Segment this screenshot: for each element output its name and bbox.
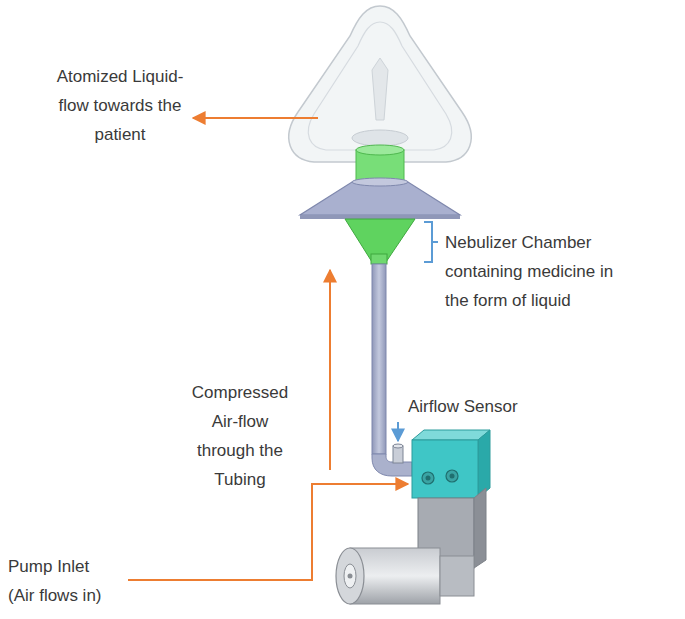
callout-label: Airflow Sensor [408, 392, 518, 421]
nebulizer-chamber [345, 219, 415, 264]
callout-label: Nebulizer Chamber containing medicine in… [445, 228, 635, 315]
pump-motor [336, 548, 474, 604]
pump-head [412, 430, 490, 498]
airflow-sensor [393, 444, 403, 463]
leader-line [128, 484, 408, 580]
leader-arrow [193, 117, 318, 119]
face-mask [289, 6, 471, 162]
mask-connector [356, 145, 404, 182]
callout-label: Compressed Air-flow through the Tubing [185, 378, 295, 494]
bracket [424, 222, 438, 262]
air-tubing [372, 264, 412, 476]
leader-arrow [397, 422, 399, 441]
callout-label: Atomized Liquid-flow towards the patient [55, 62, 185, 149]
leader-arrow [329, 270, 331, 470]
nebulizer-cap [300, 178, 460, 219]
callout-label: Pump Inlet (Air flows in) [8, 552, 120, 610]
